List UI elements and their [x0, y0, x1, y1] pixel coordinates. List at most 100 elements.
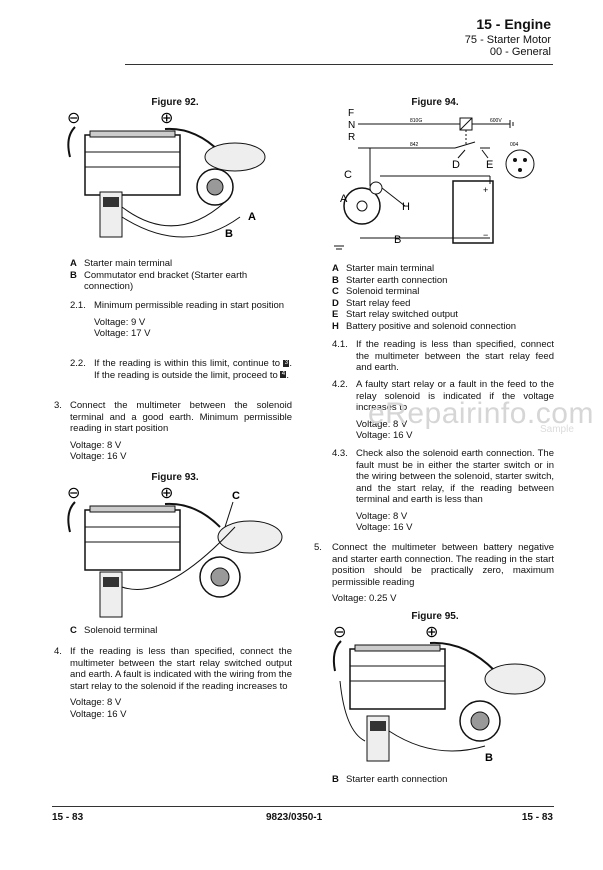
svg-text:B: B: [394, 234, 401, 246]
voltage-value: Voltage: 8 V: [70, 439, 122, 451]
step-number: 4.2.: [332, 379, 348, 390]
step-number: 3.: [54, 400, 62, 411]
page-number-left: 15 - 83: [52, 812, 84, 823]
battery-positive-symbol: ⊕: [425, 624, 438, 641]
legend-key: C: [70, 625, 77, 636]
battery-positive-symbol: ⊕: [160, 485, 173, 502]
svg-text:D: D: [452, 159, 460, 171]
step-number: 2.2.: [70, 358, 86, 369]
step-link-3-icon[interactable]: 3: [283, 359, 290, 367]
svg-text:F: F: [348, 108, 354, 119]
battery-negative-symbol: ⊖: [67, 110, 80, 127]
step-4: 4. If the reading is less than specified…: [54, 646, 292, 692]
battery-negative-symbol: ⊖: [333, 624, 346, 641]
step-2-1: 2.1. Minimum permissible reading in star…: [70, 300, 292, 312]
document-number: 9823/0350-1: [266, 812, 323, 823]
svg-text:R: R: [348, 132, 355, 143]
legend-item: C Solenoid terminal: [332, 286, 554, 298]
legend-text: Start relay feed: [346, 297, 411, 309]
voltage-value: Voltage: 8 V: [356, 418, 408, 430]
svg-text:A: A: [340, 193, 348, 205]
step-number: 4.1.: [332, 339, 348, 350]
legend-key: C: [332, 286, 339, 297]
footer-rule: [52, 806, 554, 807]
step-text: Connect the multimeter between the solen…: [70, 400, 292, 434]
page-number-right: 15 - 83: [521, 812, 553, 823]
callout-b: B: [485, 752, 493, 764]
legend-key: D: [332, 297, 339, 309]
callout-c: C: [232, 490, 240, 502]
voltage-value: Voltage: 8 V: [70, 697, 122, 708]
svg-text:004: 004: [510, 142, 519, 148]
step-text: If the reading is less than specified, c…: [70, 646, 292, 692]
step-2-2: 2.2. If the reading is within this limit…: [70, 358, 292, 381]
figure-95-title: Figure 95.: [411, 611, 459, 622]
figure-94-schematic: F N R 810G 600V 842 004 D E + − C A H B: [334, 108, 535, 250]
legend-text: Starter main terminal: [84, 258, 173, 269]
step-4-2: 4.2. A faulty start relay or a fault in …: [332, 379, 554, 414]
svg-text:E: E: [486, 159, 493, 171]
step-text: Connect the multimeter between battery n…: [332, 542, 554, 588]
watermark: eRepairinfo.com: [368, 397, 594, 430]
svg-text:C: C: [344, 169, 352, 181]
svg-text:810G: 810G: [410, 118, 422, 124]
figure-92-title: Figure 92.: [151, 97, 199, 108]
legend-item: C Solenoid terminal: [70, 625, 292, 637]
legend-text: Starter earth connection: [346, 274, 448, 286]
svg-text:842: 842: [410, 142, 419, 148]
legend-text: Battery positive and solenoid connection: [346, 320, 517, 332]
voltage-value: Voltage: 16 V: [70, 451, 127, 462]
step-text: Check also the solenoid earth connection…: [356, 448, 554, 505]
legend-text: Solenoid terminal: [346, 286, 420, 297]
step-text: A faulty start relay or a fault in the f…: [356, 379, 554, 413]
step-text: If the reading is less than specified, c…: [356, 339, 554, 373]
step-number: 2.1.: [70, 300, 86, 311]
legend-item: E Start relay switched output: [332, 309, 554, 321]
step-link-4-icon[interactable]: 4: [280, 371, 287, 379]
battery-negative-symbol: ⊖: [67, 485, 80, 502]
step-5: 5. Connect the multimeter between batter…: [314, 542, 554, 588]
step-number: 4.3.: [332, 448, 348, 459]
figure-95-illustration: ⊖ ⊕ B: [332, 624, 546, 764]
voltage-value: Voltage: 8 V: [356, 510, 408, 522]
step-4-3: 4.3. Check also the solenoid earth conne…: [332, 448, 554, 506]
legend-item: A Starter main terminal: [332, 263, 554, 275]
legend-key: A: [332, 263, 339, 274]
step-number: 4.: [54, 646, 62, 657]
legend-item: A Starter main terminal: [70, 258, 292, 270]
legend-key: E: [332, 309, 339, 320]
legend-item: D Start relay feed: [332, 298, 554, 310]
step-number: 5.: [314, 542, 322, 553]
voltage-value: Voltage: 16 V: [356, 522, 413, 533]
voltage-value: Voltage: 9 V: [94, 316, 146, 328]
legend-item: B Commutator end bracket (Starter earth …: [70, 270, 292, 293]
legend-text: Solenoid terminal: [84, 625, 158, 636]
voltage-value: Voltage: 16 V: [356, 430, 413, 441]
voltage-value: Voltage: 16 V: [70, 708, 127, 720]
legend-text: Starter main terminal: [346, 263, 435, 274]
legend-text: Commutator end bracket (Starter earth co…: [84, 269, 248, 293]
figure-92-illustration: ⊖ ⊕ A B: [67, 110, 266, 240]
step-4-1: 4.1. If the reading is less than specifi…: [332, 339, 554, 374]
legend-key: B: [70, 269, 77, 281]
svg-text:N: N: [348, 120, 355, 131]
figure-94-title: Figure 94.: [411, 97, 459, 108]
battery-positive-symbol: ⊕: [160, 110, 173, 127]
callout-a: A: [248, 211, 256, 223]
figure-93-title: Figure 93.: [151, 472, 199, 483]
svg-text:600V: 600V: [490, 118, 502, 124]
section-title: 15 - Engine: [476, 16, 551, 32]
callout-b: B: [225, 228, 233, 240]
legend-item: B Starter earth connection: [332, 774, 554, 786]
figure-93-illustration: ⊖ ⊕ C: [67, 485, 283, 618]
step-3: 3. Connect the multimeter between the so…: [54, 400, 292, 435]
step-text: If the reading is within this limit, con…: [94, 358, 293, 381]
watermark-sample: Sample: [540, 424, 574, 435]
legend-item: B Starter earth connection: [332, 275, 554, 287]
svg-text:H: H: [402, 201, 410, 213]
legend-item: H Battery positive and solenoid connecti…: [332, 321, 554, 333]
legend-key: H: [332, 320, 339, 332]
section-subtitle: 75 - Starter Motor: [464, 34, 551, 46]
voltage-value: Voltage: 17 V: [94, 328, 151, 339]
svg-text:−: −: [483, 230, 488, 240]
